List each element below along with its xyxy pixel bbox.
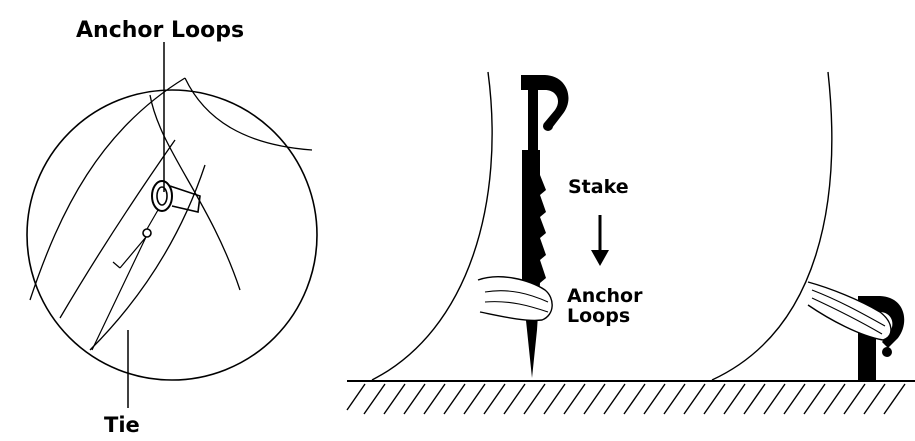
tent-wall-left — [371, 71, 493, 381]
tie-cord — [91, 209, 159, 351]
anchor-loops-label-line1: Anchor — [567, 285, 643, 307]
anchor-loops-label: Anchor Loops — [76, 18, 245, 43]
arrow-down-icon — [591, 250, 609, 266]
tent-seam-left — [59, 139, 176, 319]
anchor-loop-strap-right — [807, 281, 892, 341]
ground-hatching — [346, 383, 906, 415]
anchor-loop-strap — [169, 185, 201, 213]
anchor-loop-icon — [151, 180, 173, 212]
tent-flap-curve — [149, 94, 241, 291]
tent-fabric-edge — [29, 77, 186, 301]
tent-fabric-fold — [184, 77, 313, 151]
tent-wall-right — [711, 71, 833, 381]
magnified-detail — [26, 42, 318, 408]
tent-stake-icon — [521, 75, 569, 150]
ground — [346, 380, 915, 415]
stake-shaft — [522, 150, 546, 378]
stake-scene-right — [711, 71, 905, 381]
tie-ring — [142, 228, 152, 238]
stake-scene-left — [371, 71, 609, 381]
stake-label: Stake — [568, 176, 629, 198]
magnifier-circle — [26, 89, 318, 381]
anchor-loop-strap-left — [477, 276, 553, 322]
anchor-loops-label-line2: Loops — [567, 304, 631, 327]
anchor-loops-label-right: Anchor Loops — [567, 285, 643, 327]
tie-label: Tie — [104, 413, 140, 437]
